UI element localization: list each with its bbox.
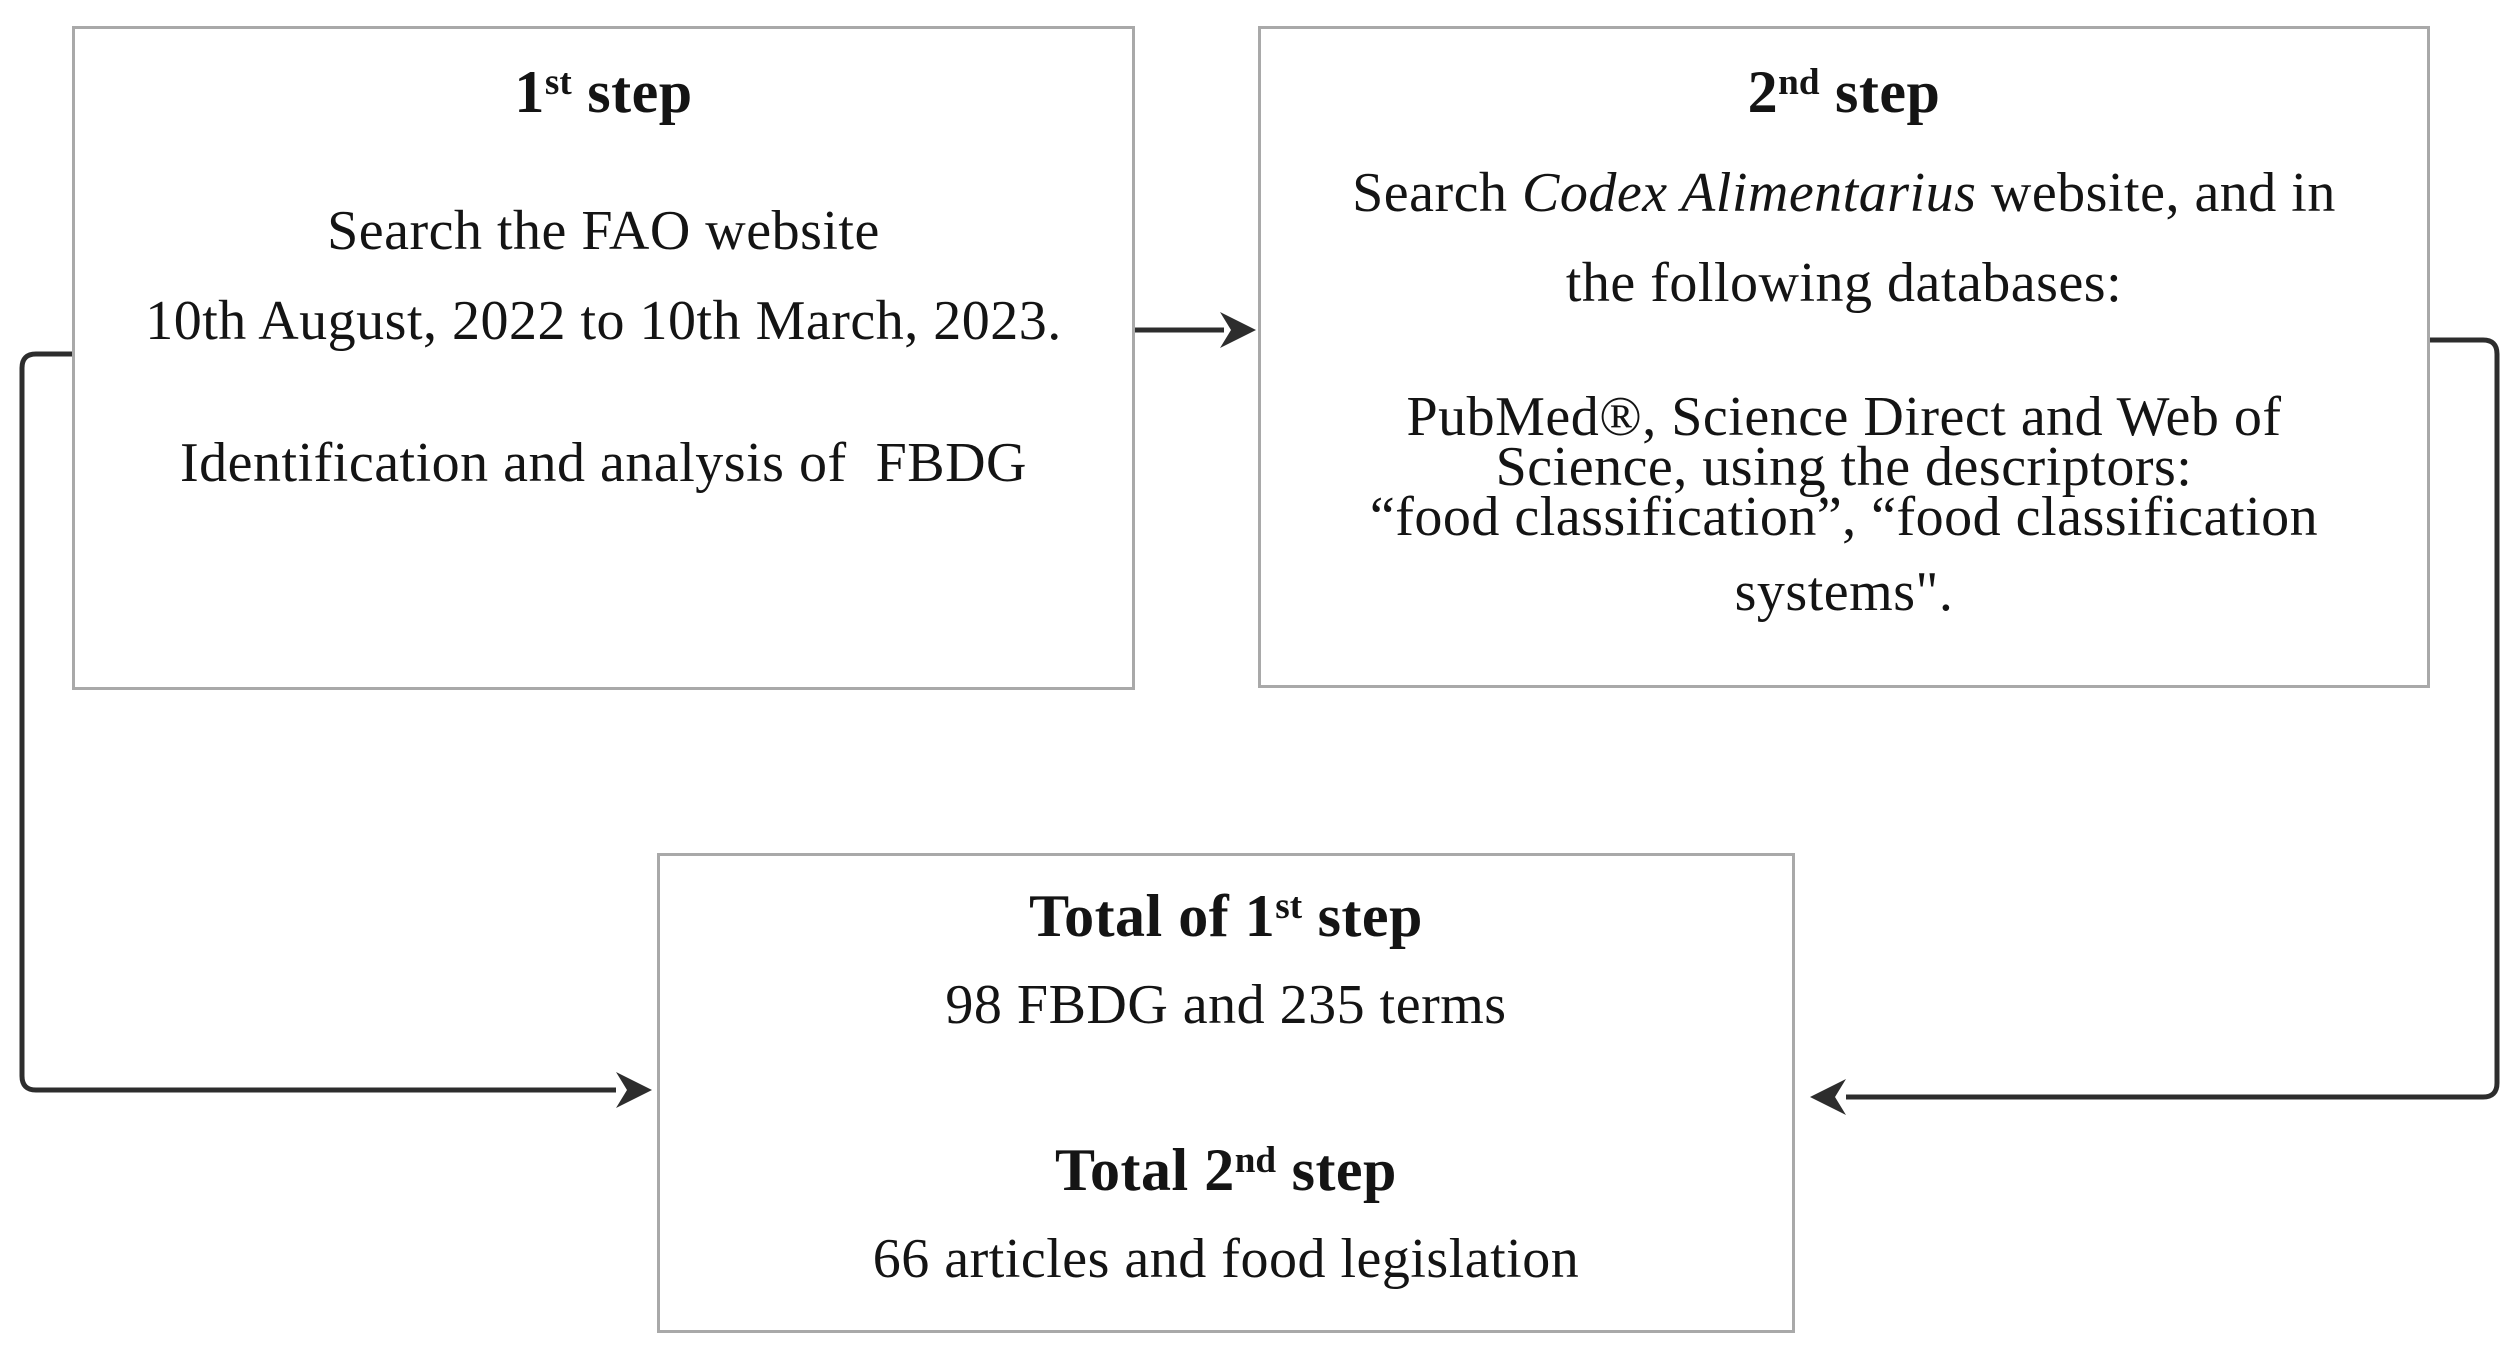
arrowhead-step1-to-step2 (1220, 312, 1256, 348)
step1-line-date-range: 10th August, 2022 to 10th March, 2023. (145, 290, 1062, 352)
step2-codex-alimentarius: Codex Alimentarius (1522, 162, 1977, 224)
step2-search-prefix: Search (1352, 162, 1522, 224)
arrowhead-step1-to-total (616, 1072, 652, 1108)
step2-title-ordinal-suffix: nd (1778, 62, 1820, 104)
step2-line-following-databases: the following databases: (1565, 252, 2123, 314)
step1-line-identification: Identification and analysis of FBDG (180, 432, 1027, 494)
total-step1-number: 1 (1244, 883, 1276, 949)
arrowhead-step2-to-total (1810, 1079, 1846, 1115)
step2-search-suffix: website, and in (1976, 162, 2336, 224)
step2-databases-paragraph: PubMed®, Science Direct and Web of Scien… (1261, 386, 2427, 623)
step2-line-food-classification: “food classification”, “food classificat… (1369, 486, 2319, 548)
connector-step2-to-total (1846, 337, 2500, 1100)
total-step2-ordinal-suffix: nd (1234, 1140, 1277, 1182)
step1-title-rest: step (571, 59, 693, 125)
total-step2-number: 2 (1204, 1137, 1235, 1203)
total-step2-rest: step (1276, 1137, 1397, 1203)
step1-title: 1st step (75, 29, 1132, 136)
step1-line-search-fao: Search the FAO website (327, 200, 880, 262)
step2-line-search-codex: Search Codex Alimentarius website, and i… (1261, 148, 2427, 238)
step2-title-rest: step (1819, 59, 1941, 125)
step2-codex-paragraph: Search Codex Alimentarius website, and i… (1261, 148, 2427, 328)
totals-box: Total of 1st step 98 FBDG and 235 terms … (657, 853, 1795, 1333)
total-step2-result: 66 articles and food legislation (872, 1228, 1580, 1290)
step1-title-ordinal-suffix: st (544, 62, 572, 104)
total-step1-prefix: Total of (1029, 883, 1245, 949)
step2-line-pubmed: PubMed®, Science Direct and Web of (1406, 386, 2282, 448)
step2-line-systems: systems". (1734, 561, 1954, 623)
total-step1-title: Total of 1st step (660, 856, 1792, 965)
step2-title-number: 2 (1747, 59, 1779, 125)
connector-step1-to-total (19, 351, 616, 1093)
total-step2-prefix: Total (1055, 1137, 1205, 1203)
step2-line-descriptors: Science, using the descriptors: (1495, 436, 2193, 498)
total-step1-rest: step (1302, 883, 1423, 949)
step2-box: 2nd step Search Codex Alimentarius websi… (1258, 26, 2430, 688)
step1-box: 1st step Search the FAO website 10th Aug… (72, 26, 1135, 690)
step2-title: 2nd step (1261, 29, 2427, 136)
step1-title-number: 1 (514, 59, 545, 125)
total-step1-ordinal-suffix: st (1275, 886, 1303, 928)
step1-search-paragraph: Search the FAO website 10th August, 2022… (75, 186, 1132, 366)
total-step1-result: 98 FBDG and 235 terms (945, 974, 1507, 1036)
total-step2-title: Total 2nd step (660, 1130, 1792, 1219)
